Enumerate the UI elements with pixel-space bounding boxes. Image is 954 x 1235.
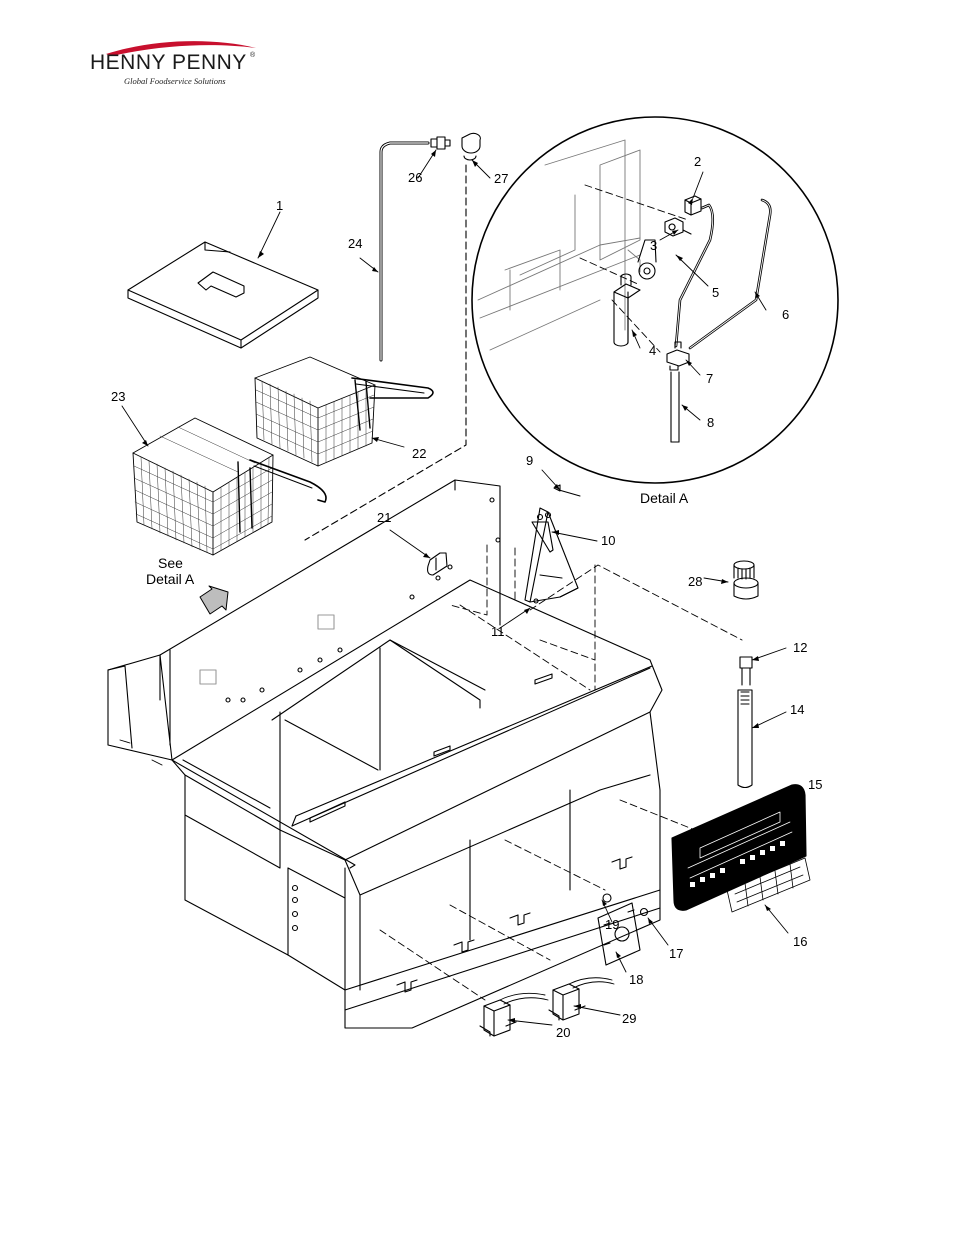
callout-10: 10	[601, 533, 616, 548]
callout-7: 7	[706, 371, 714, 386]
callout-17: 17	[669, 946, 684, 961]
logo-swoosh-icon	[106, 41, 256, 56]
callout-4: 4	[649, 343, 657, 358]
callout-26: 26	[408, 170, 423, 185]
part-21-clip	[427, 552, 448, 576]
callout-1: 1	[276, 198, 284, 213]
callout-8: 8	[707, 415, 715, 430]
see-caption-line2: Detail A	[146, 571, 195, 587]
detail-a-caption: Detail A	[640, 490, 689, 506]
detail-a-circle	[471, 116, 839, 484]
callout-23: 23	[111, 389, 126, 404]
registered-mark: ®	[250, 52, 256, 59]
brand-tagline: Global Foodservice Solutions	[124, 76, 226, 86]
assembly-leaders	[379, 544, 743, 1001]
callout-16: 16	[793, 934, 808, 949]
callout-21: 21	[377, 510, 392, 525]
callout-18: 18	[629, 972, 644, 987]
see-detail-arrow-icon	[199, 585, 229, 615]
callout-6: 6	[782, 307, 790, 322]
part-28-knob	[733, 560, 759, 600]
callout-19: 19	[605, 917, 620, 932]
callout-22: 22	[412, 446, 427, 461]
callout-5: 5	[712, 285, 720, 300]
callout-2: 2	[694, 154, 702, 169]
part-15-control-panel	[671, 784, 807, 911]
drain-bracket	[524, 484, 581, 604]
see-caption-line1: See	[158, 555, 183, 571]
part-12-14-tube	[737, 656, 753, 789]
callout-12: 12	[793, 640, 808, 655]
part-18-circuit-board	[597, 893, 649, 966]
leader-arrowheads	[142, 150, 792, 1023]
callout-29: 29	[622, 1011, 637, 1026]
callout-28: 28	[688, 574, 703, 589]
callout-20: 20	[556, 1025, 571, 1040]
brand-name: HENNY PENNY	[90, 51, 247, 74]
henny-penny-logo: HENNY PENNY ® Global Foodservice Solutio…	[86, 40, 266, 88]
callout-24: 24	[348, 236, 363, 251]
small-fry-basket	[254, 356, 434, 467]
fryer-cabinet	[107, 479, 663, 1029]
large-fry-basket	[132, 417, 327, 556]
basket-cover	[127, 241, 319, 349]
part-16-overlay	[726, 857, 811, 913]
callout-3: 3	[650, 238, 658, 253]
probe-tube-assembly	[304, 132, 481, 541]
callout-14: 14	[790, 702, 805, 717]
callout-27: 27	[494, 171, 509, 186]
transformers	[479, 977, 615, 1037]
callout-9: 9	[526, 453, 534, 468]
callout-11: 11	[491, 624, 505, 639]
callout-15: 15	[808, 777, 823, 792]
